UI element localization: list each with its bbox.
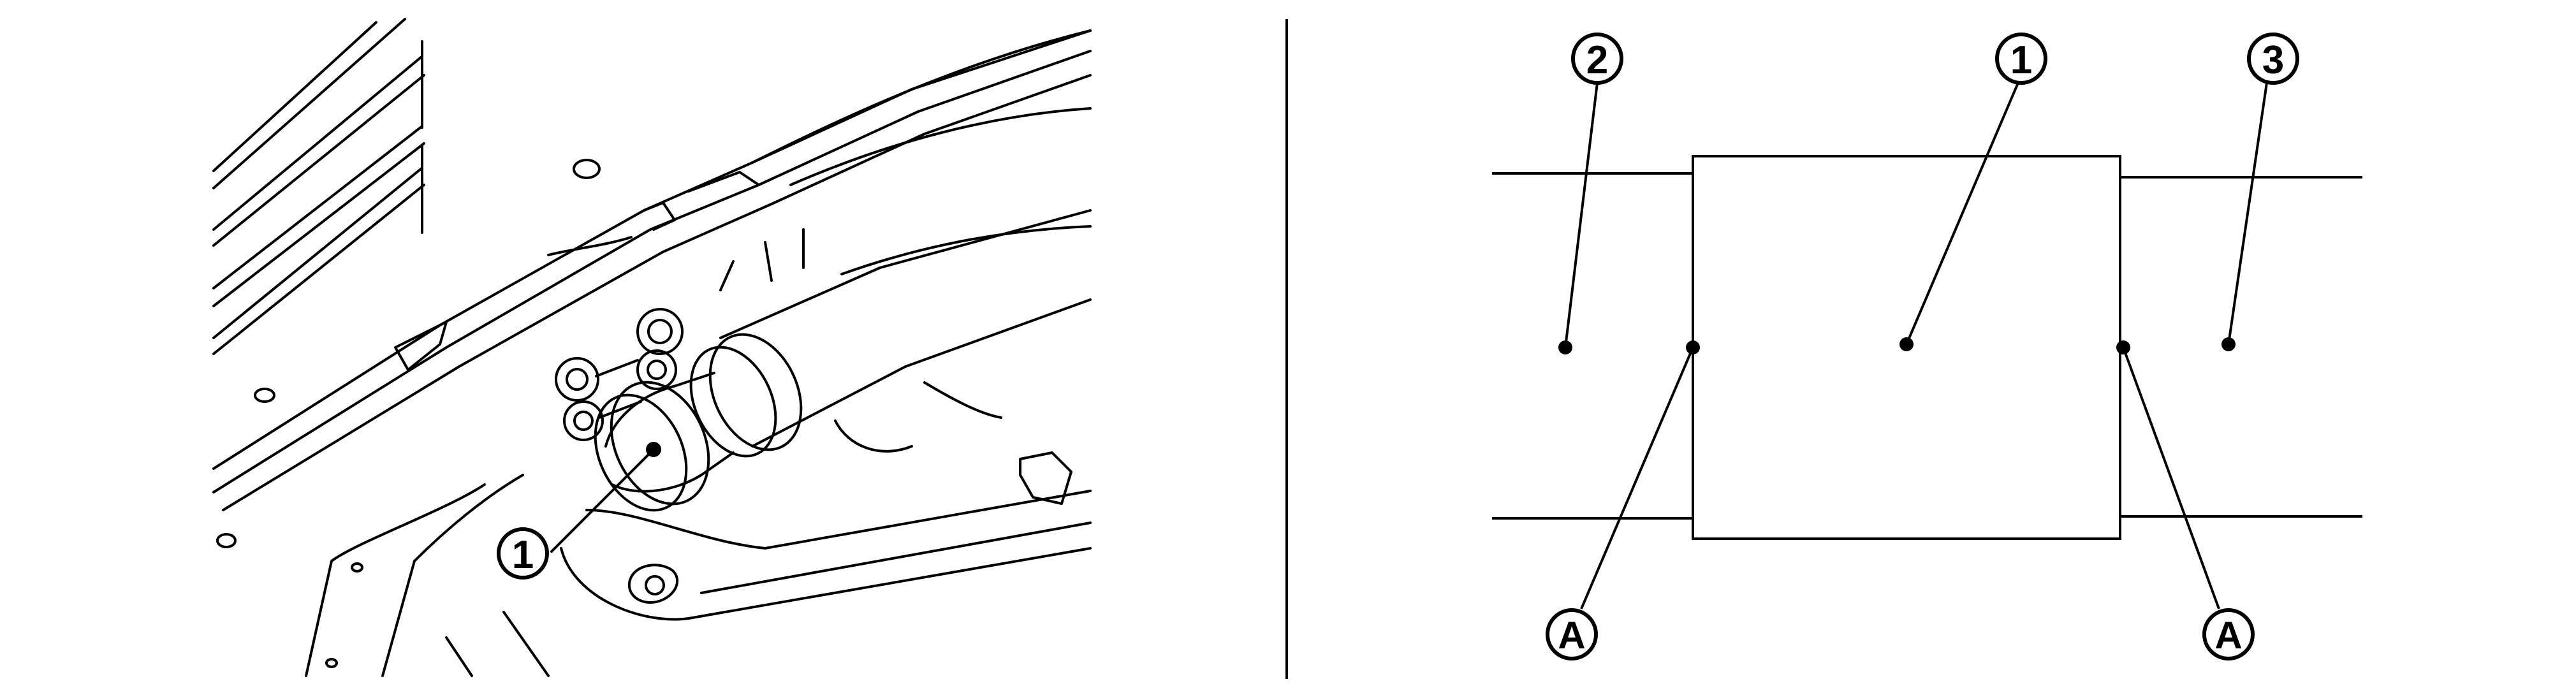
leader-line-2 [1564, 82, 1599, 348]
point-a-left [1686, 340, 1700, 354]
point-a-right [2116, 340, 2130, 354]
leader-line-a-right [2122, 347, 2220, 609]
floor-panel-lines [212, 18, 425, 355]
exhaust-pipe [604, 209, 1092, 493]
leader-line-3 [2227, 82, 2268, 345]
callout-1-left-label: 1 [512, 533, 534, 577]
point-3 [2221, 337, 2236, 351]
leader-points [1558, 337, 2236, 354]
frame-side-member [212, 29, 1092, 511]
callout-a-right-label: A [2214, 614, 2242, 657]
leader-line-1-left [550, 448, 655, 553]
leader-line-a-left [1580, 347, 1694, 609]
callout-2: 2 [1571, 33, 1623, 85]
callout-1-left: 1 [497, 527, 549, 580]
callout-1-right-label: 1 [2010, 38, 2032, 82]
clamp-1 [555, 308, 710, 512]
callout-3: 3 [2247, 33, 2299, 85]
callout-2-label: 2 [1586, 38, 1608, 82]
callout-3-label: 3 [2262, 38, 2284, 82]
callout-a-left-label: A [1558, 614, 1585, 657]
body-contour [719, 29, 1092, 291]
leader-line-1 [1905, 82, 2019, 345]
exhaust-undercarriage-illustration [212, 18, 1092, 677]
callout-a-left: A [1546, 608, 1598, 660]
callout-a-right: A [2202, 608, 2255, 660]
point-2 [1558, 340, 1572, 354]
crossmember [216, 159, 1092, 677]
point-1 [1899, 337, 1914, 351]
callout-1-right: 1 [1995, 33, 2047, 85]
